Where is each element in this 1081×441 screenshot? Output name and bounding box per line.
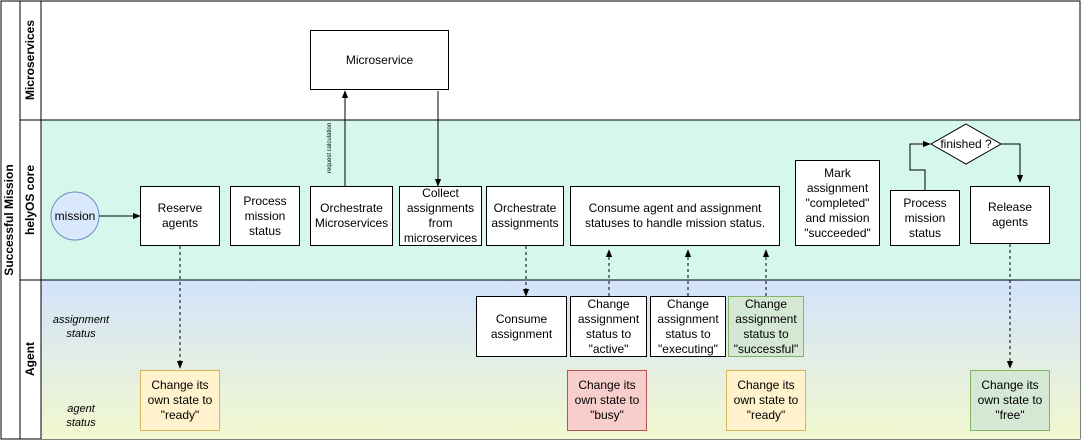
mark-completed-task: Mark assignment "completed" and mission … (795, 160, 880, 246)
decision-diamond (929, 123, 1003, 165)
request-calculation-note: request calculation (327, 122, 333, 173)
flow-to-decision (909, 140, 931, 190)
assignment-executing-task: Change assignment status to "executing" (650, 296, 726, 357)
assignment-active-task: Change assignment status to "active" (570, 296, 647, 357)
pool-title: Successful Mission (2, 164, 16, 276)
reserve-agents-task: Reserve agents (140, 186, 220, 246)
lane-core-label: helyOS core (23, 164, 37, 236)
collect-assignments-task: Collect assignments from microservices (399, 186, 482, 246)
lane-agent-label: Agent (23, 342, 37, 376)
process-mission-status-task-2: Process mission status (890, 190, 960, 246)
orchestrate-assignments-task: Orchestrate assignments (486, 186, 564, 246)
agent-busy-task: Change its own state to "busy" (567, 370, 647, 431)
orchestrate-microservices-task: Orchestrate Microservices (310, 186, 393, 246)
flow-to-release (1001, 143, 1024, 183)
agent-status-label: agent status (66, 403, 96, 429)
agent-ready-task-2: Change its own state to "ready" (726, 370, 806, 431)
consume-statuses-task: Consume agent and assignment statuses to… (570, 186, 780, 246)
agent-ready-task-1: Change its own state to "ready" (140, 370, 220, 431)
microservice-task: Microservice (310, 30, 449, 90)
release-agents-task: Release agents (970, 186, 1050, 244)
process-mission-status-task-1: Process mission status (230, 186, 300, 246)
assignment-successful-task: Change assignment status to "successful" (728, 296, 804, 357)
assignment-status-label: assignment status (52, 314, 110, 340)
decision-label: finished ? (940, 136, 992, 151)
lane-microservices-label: Microservices (23, 19, 37, 101)
consume-assignment-task: Consume assignment (476, 296, 567, 357)
start-event-label: mission (54, 208, 96, 223)
agent-free-task: Change its own state to "free" (970, 370, 1050, 431)
